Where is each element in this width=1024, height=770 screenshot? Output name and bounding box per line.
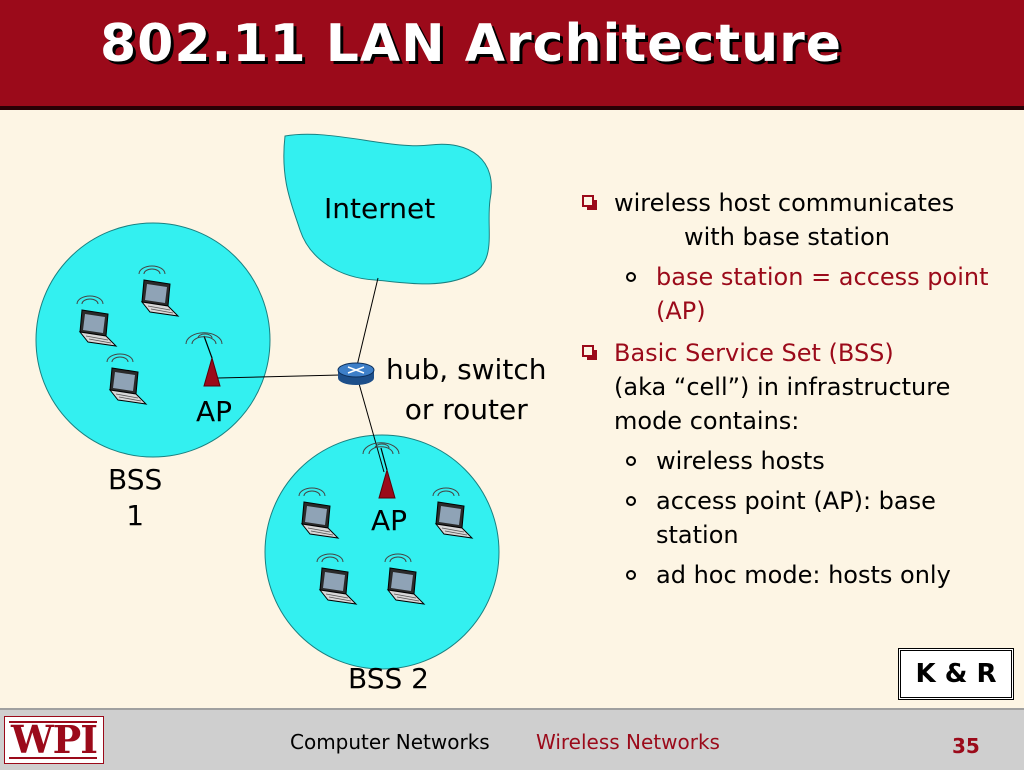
bullet-item-1-cont: with base station [574, 220, 1014, 254]
footer-bar: WPI Computer Networks Wireless Networks … [0, 708, 1024, 770]
router-icon [337, 362, 375, 385]
bullet-item-2-cont: (aka “cell”) in infrastructure mode cont… [614, 373, 951, 435]
footer-course: Computer Networks [290, 730, 490, 754]
bss2-label: BSS 2 [348, 662, 429, 695]
box-bullet-icon [582, 195, 597, 210]
slide-title: 802.11 LAN Architecture [100, 14, 843, 74]
link-hub-internet [355, 277, 379, 371]
wpi-logo-text: WPI [11, 717, 98, 762]
laptop-icon [298, 487, 340, 539]
sub-bullet-3: access point (AP): base station [574, 484, 1014, 552]
bullet-item-1-line2: with base station [684, 223, 890, 251]
circle-bullet-icon [626, 456, 636, 466]
logo-rule-top [9, 721, 97, 723]
link-hub-ap2 [357, 379, 385, 473]
circle-bullet-icon [626, 496, 636, 506]
sub-bullet-2-text: wireless hosts [656, 447, 825, 475]
hub-label: hub, switch or router [386, 350, 546, 430]
sub-bullet-4-text: ad hoc mode: hosts only [656, 561, 951, 589]
network-diagram [35, 133, 500, 670]
bullet-item-1: wireless host communicates [574, 186, 1014, 220]
sub-bullet-3-text: access point (AP): base station [656, 487, 936, 549]
ap2-label: AP [371, 504, 408, 537]
circle-bullet-icon [626, 570, 636, 580]
sub-bullet-1: base station = access point (AP) [574, 260, 1014, 328]
laptop-icon [384, 553, 426, 605]
bss-1-cell [35, 222, 271, 458]
laptop-icon [76, 295, 118, 347]
hub-label-line1: hub, switch [386, 353, 547, 386]
box-bullet-icon [582, 345, 597, 360]
hub-label-line2: or router [404, 393, 528, 426]
link-ap1-hub [217, 374, 341, 379]
kr-badge: K & R [898, 648, 1014, 700]
laptop-icon [316, 553, 358, 605]
laptop-icon [432, 487, 474, 539]
bullet-item-2-text: Basic Service Set (BSS) [614, 339, 894, 367]
bss-2-cell [264, 434, 500, 670]
laptop-icon [138, 265, 180, 317]
logo-rule-bottom [9, 757, 97, 759]
bss1-label: BSS 1 [108, 462, 162, 534]
bss1-label-line1: BSS [108, 463, 163, 496]
bullet-list: wireless host communicates with base sta… [574, 186, 1014, 592]
bss1-label-line2: 1 [126, 499, 145, 532]
footer-topic: Wireless Networks [536, 730, 720, 754]
bullet-item-2: Basic Service Set (BSS) (aka “cell”) in … [574, 336, 1014, 438]
internet-label: Internet [324, 192, 436, 225]
ap1-label: AP [196, 395, 233, 428]
antenna-icon-ap1 [185, 332, 223, 387]
page-number: 35 [952, 734, 980, 758]
bullet-item-1-line1: wireless host communicates [614, 189, 955, 217]
antenna-icon-ap2 [362, 442, 400, 499]
sub-bullet-1-text: base station = access point (AP) [656, 263, 989, 325]
title-bar: 802.11 LAN Architecture [0, 0, 1024, 110]
internet-cloud [283, 133, 492, 285]
laptop-icon [106, 353, 148, 405]
sub-bullet-2: wireless hosts [574, 444, 1014, 478]
circle-bullet-icon [626, 272, 636, 282]
wpi-logo: WPI [4, 716, 104, 764]
sub-bullet-4: ad hoc mode: hosts only [574, 558, 1014, 592]
